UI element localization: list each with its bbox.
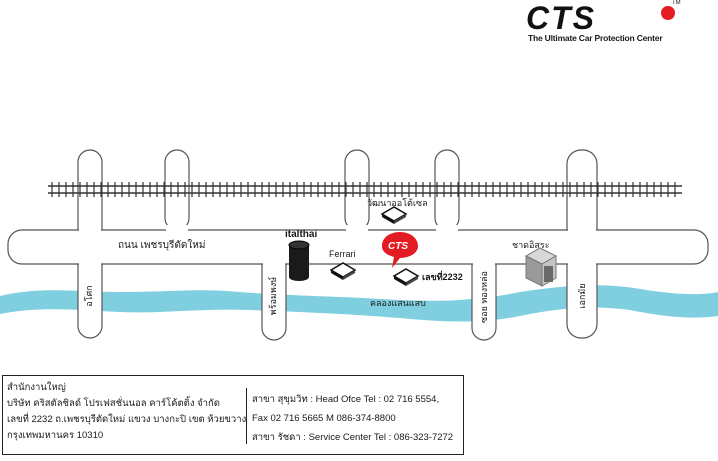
branch-ratchada: สาขา รัชดา : Service Center Tel : 086-32… (252, 432, 454, 443)
main-road-label: ถนน เพชรบุรีตัดใหม่ (118, 240, 206, 251)
wattana-label: วัฒนาออโต้เซล (367, 198, 428, 208)
cts-logo-mark: CTS (526, 0, 675, 36)
cts-building-icon (392, 268, 420, 286)
branch-sukhumvit: สาขา สุขุมวิท : Head Ofce Tel : 02 716 5… (252, 394, 440, 405)
road-label-phrom-phong: พร้อมพงษ์ (268, 276, 278, 316)
logo-trademark: TM (672, 0, 681, 6)
wattana-building-icon (380, 206, 408, 224)
main-road (7, 229, 709, 265)
ferrari-label: Ferrari (329, 249, 356, 259)
road-label-thonglor: ซอย ทองหล่อ (479, 271, 489, 323)
cts-pin-icon: CTS (382, 232, 418, 268)
cts-logo: CTS (518, 0, 708, 52)
svg-text:CTS: CTS (526, 2, 596, 34)
hq-title: สำนักงานใหญ่ (7, 382, 66, 393)
side-road-upper-3 (344, 149, 370, 231)
city-address: กรุงเทพมหานคร 10310 (7, 430, 104, 441)
italthai-building-icon (288, 240, 310, 281)
ferrari-building-icon (329, 262, 357, 280)
address-divider (246, 388, 247, 444)
chat-building-icon (524, 247, 558, 287)
logo-dot-icon (661, 6, 675, 20)
railway (48, 182, 682, 197)
street-address: เลขที่ 2232 ถ.เพชรบุรีตัดใหม่ แขวง บางกะ… (7, 414, 247, 425)
company-name: บริษัท คริสตัลชิลด์ โปรเฟสชั่นนอล คาร์โค… (7, 398, 220, 409)
branch-sukhumvit-fax: Fax 02 716 5665 M 086-374-8800 (252, 413, 396, 424)
chat-label: ชาดอิสระ (512, 240, 550, 250)
road-label-ekkamai: เอกมัย (577, 283, 587, 309)
side-road-upper-4 (434, 149, 460, 231)
canal-label: คลองแสนแสบ (370, 298, 426, 308)
cts-location-label: เลขที่2232 (422, 272, 463, 282)
italthai-label: italthai (285, 229, 318, 240)
road-label-asoke: อโศก (84, 285, 94, 307)
address-box: สำนักงานใหญ่ บริษัท คริสตัลชิลด์ โปรเฟสช… (2, 375, 464, 455)
canal (0, 285, 718, 322)
logo-tagline: The Ultimate Car Protection Center (528, 33, 663, 43)
cts-pin-label: CTS (388, 241, 408, 252)
